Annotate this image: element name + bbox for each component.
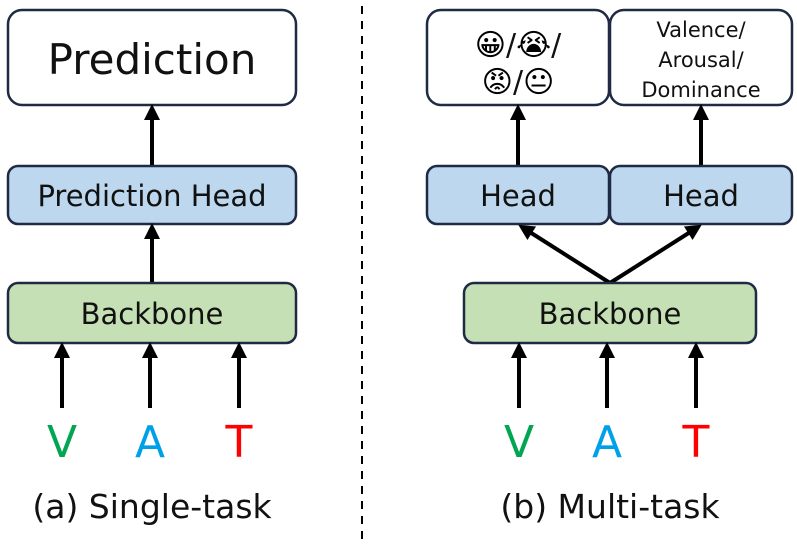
emotion-separator: / xyxy=(506,28,517,63)
input-v-label: V xyxy=(47,417,77,468)
multi-task-panel: 😀/😭/ 😡/😐 Valence/ Arousal/ Dominance Hea… xyxy=(425,8,794,526)
emotion-line-1: 😀/😭/ xyxy=(475,28,562,63)
left-head-label: Head xyxy=(480,179,556,213)
right-head-box xyxy=(608,164,794,226)
angry-face-icon: 😡 xyxy=(482,65,513,100)
multi-input-t-label: T xyxy=(682,417,710,468)
right-head-label: Head xyxy=(663,179,739,213)
multi-input-v-label: V xyxy=(504,417,534,468)
emotion-separator: / xyxy=(551,28,562,63)
multi-backbone-label: Backbone xyxy=(539,297,682,331)
vad-line-2: Arousal/ xyxy=(658,48,744,72)
neutral-face-icon: 😐 xyxy=(523,65,554,100)
crying-face-icon: 😭 xyxy=(516,28,551,63)
multi-task-caption: (b) Multi-task xyxy=(500,487,720,526)
vad-line-3: Dominance xyxy=(641,78,760,102)
arrow-backbone-to-right-head xyxy=(608,224,702,285)
prediction-head-label: Prediction Head xyxy=(37,179,266,213)
emotion-line-2: 😡/😐 xyxy=(482,65,555,100)
input-a-label: A xyxy=(135,417,165,468)
vad-line-1: Valence/ xyxy=(656,18,746,42)
input-t-label: T xyxy=(225,417,253,468)
multi-input-a-label: A xyxy=(592,417,622,468)
arrow-backbone-to-left-head xyxy=(518,224,612,285)
single-task-panel: Prediction Prediction Head Backbone V A … xyxy=(6,8,298,526)
backbone-label: Backbone xyxy=(81,297,224,331)
grinning-face-icon: 😀 xyxy=(475,28,506,63)
single-task-caption: (a) Single-task xyxy=(32,487,272,526)
emotion-separator: / xyxy=(513,65,524,100)
prediction-label: Prediction xyxy=(48,35,257,84)
